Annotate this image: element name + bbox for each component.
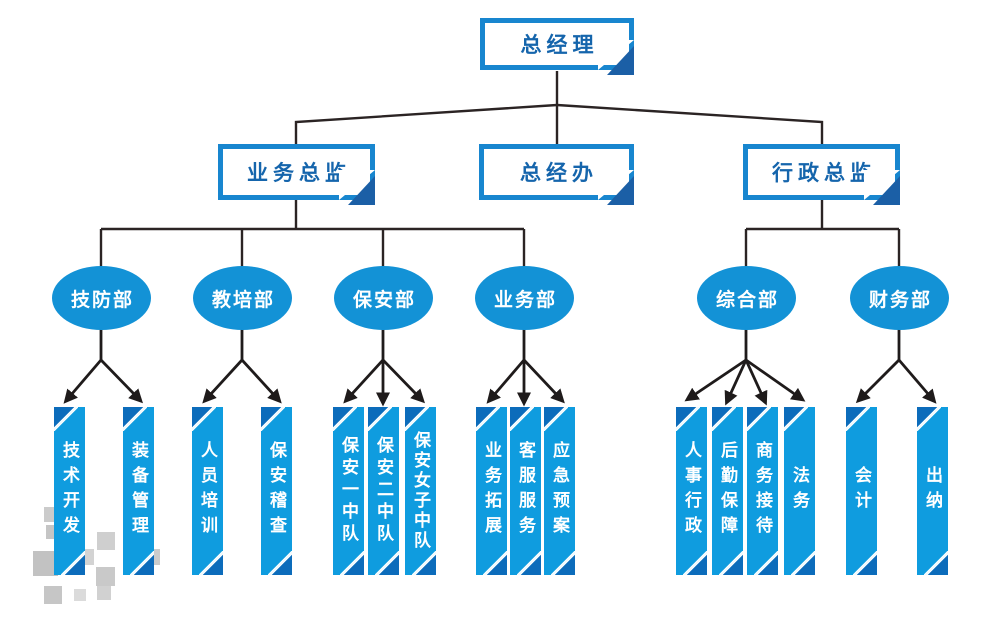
ribbon-corner-icon <box>476 407 500 431</box>
sub-banner: 人员培训 <box>192 407 223 575</box>
ribbon-corner-icon <box>340 551 364 575</box>
ribbon-corner-icon <box>375 551 399 575</box>
dept-ellipse-business: 业务部 <box>475 266 574 330</box>
ribbon-corner-icon <box>683 551 707 575</box>
dept-ellipse-general-affairs: 综合部 <box>697 266 796 330</box>
sub-label: 人员培训 <box>198 441 217 541</box>
ribbon-corner-icon <box>61 551 85 575</box>
sub-banner: 法务 <box>784 407 815 575</box>
sub-label: 保安二中队 <box>374 436 393 546</box>
ribbon-corner-icon <box>853 551 877 575</box>
node-general-manager: 总经理 <box>480 18 634 75</box>
sub-banner: 客服服务 <box>510 407 541 575</box>
sub-banner: 人事行政 <box>676 407 707 575</box>
sub-label: 应急预案 <box>550 441 569 541</box>
ribbon-corner-icon <box>712 407 736 431</box>
ribbon-corner-icon <box>333 407 357 431</box>
node-label: 总经办 <box>520 162 598 185</box>
sub-label: 法务 <box>790 466 809 516</box>
decor-square <box>44 586 62 604</box>
sub-label: 保安女子中队 <box>411 431 430 551</box>
decor-square <box>33 551 58 576</box>
ribbon-corner-icon <box>130 551 154 575</box>
node-business-director: 业务总监 <box>218 144 375 205</box>
ribbon-corner-icon <box>405 407 429 431</box>
ribbon-corner-icon <box>123 407 147 431</box>
dept-label: 教培部 <box>211 289 275 311</box>
sub-banner: 技术开发 <box>54 407 85 575</box>
sub-banner: 应急预案 <box>544 407 575 575</box>
sub-label: 后勤保障 <box>718 441 737 541</box>
ribbon-corner-icon <box>199 551 223 575</box>
ribbon-corner-icon <box>784 407 808 431</box>
sub-label: 业务拓展 <box>482 441 501 541</box>
sub-label: 人事行政 <box>682 441 701 541</box>
ribbon-corner-icon <box>483 551 507 575</box>
ribbon-corner-icon <box>261 407 285 431</box>
sub-label: 商务接待 <box>753 441 772 541</box>
ribbon-corner-icon <box>791 551 815 575</box>
decor-square <box>96 567 115 586</box>
sub-banner: 商务接待 <box>747 407 778 575</box>
node-label: 行政总监 <box>772 162 876 185</box>
ribbon-corner-icon <box>54 407 78 431</box>
ribbon-corner-icon <box>544 407 568 431</box>
ribbon-corner-icon <box>517 551 541 575</box>
node-admin-director: 行政总监 <box>743 144 900 205</box>
sub-label: 保安一中队 <box>339 436 358 546</box>
sub-banner: 保安女子中队 <box>405 407 436 575</box>
decor-square <box>97 586 111 600</box>
decor-square <box>97 532 115 550</box>
ribbon-corner-icon <box>846 407 870 431</box>
dept-label: 财务部 <box>868 289 932 311</box>
ribbon-corner-icon <box>268 551 292 575</box>
ribbon-corner-icon <box>551 551 575 575</box>
ribbon-corner-icon <box>676 407 700 431</box>
ribbon-corner-icon <box>747 407 771 431</box>
dept-ellipse-training: 教培部 <box>193 266 292 330</box>
node-label: 业务总监 <box>247 162 351 185</box>
sub-banner: 保安一中队 <box>333 407 364 575</box>
dept-ellipse-finance: 财务部 <box>850 266 949 330</box>
decor-square <box>74 589 86 601</box>
sub-banner: 保安稽查 <box>261 407 292 575</box>
dept-ellipse-security: 保安部 <box>334 266 433 330</box>
ribbon-corner-icon <box>719 551 743 575</box>
sub-banner: 后勤保障 <box>712 407 743 575</box>
dept-label: 综合部 <box>715 289 779 311</box>
ribbon-corner-icon <box>368 407 392 431</box>
node-label: 总经理 <box>520 34 599 57</box>
sub-banner: 保安二中队 <box>368 407 399 575</box>
sub-label: 出纳 <box>923 466 942 516</box>
sub-label: 客服服务 <box>516 441 535 541</box>
ribbon-corner-icon <box>192 407 216 431</box>
ribbon-corner-icon <box>754 551 778 575</box>
sub-label: 技术开发 <box>60 441 79 541</box>
dept-ellipse-tech-defense: 技防部 <box>52 266 151 330</box>
dept-label: 保安部 <box>352 289 416 311</box>
ribbon-corner-icon <box>510 407 534 431</box>
sub-label: 会计 <box>852 466 871 516</box>
sub-banner: 业务拓展 <box>476 407 507 575</box>
sub-banner: 会计 <box>846 407 877 575</box>
sub-label: 装备管理 <box>129 441 148 541</box>
sub-banner: 出纳 <box>917 407 948 575</box>
dept-label: 业务部 <box>493 289 557 311</box>
dept-label: 技防部 <box>70 289 134 311</box>
sub-banner: 装备管理 <box>123 407 154 575</box>
ribbon-corner-icon <box>412 551 436 575</box>
node-gm-office: 总经办 <box>479 144 634 205</box>
ribbon-corner-icon <box>917 407 941 431</box>
sub-label: 保安稽查 <box>267 441 286 541</box>
ribbon-corner-icon <box>924 551 948 575</box>
